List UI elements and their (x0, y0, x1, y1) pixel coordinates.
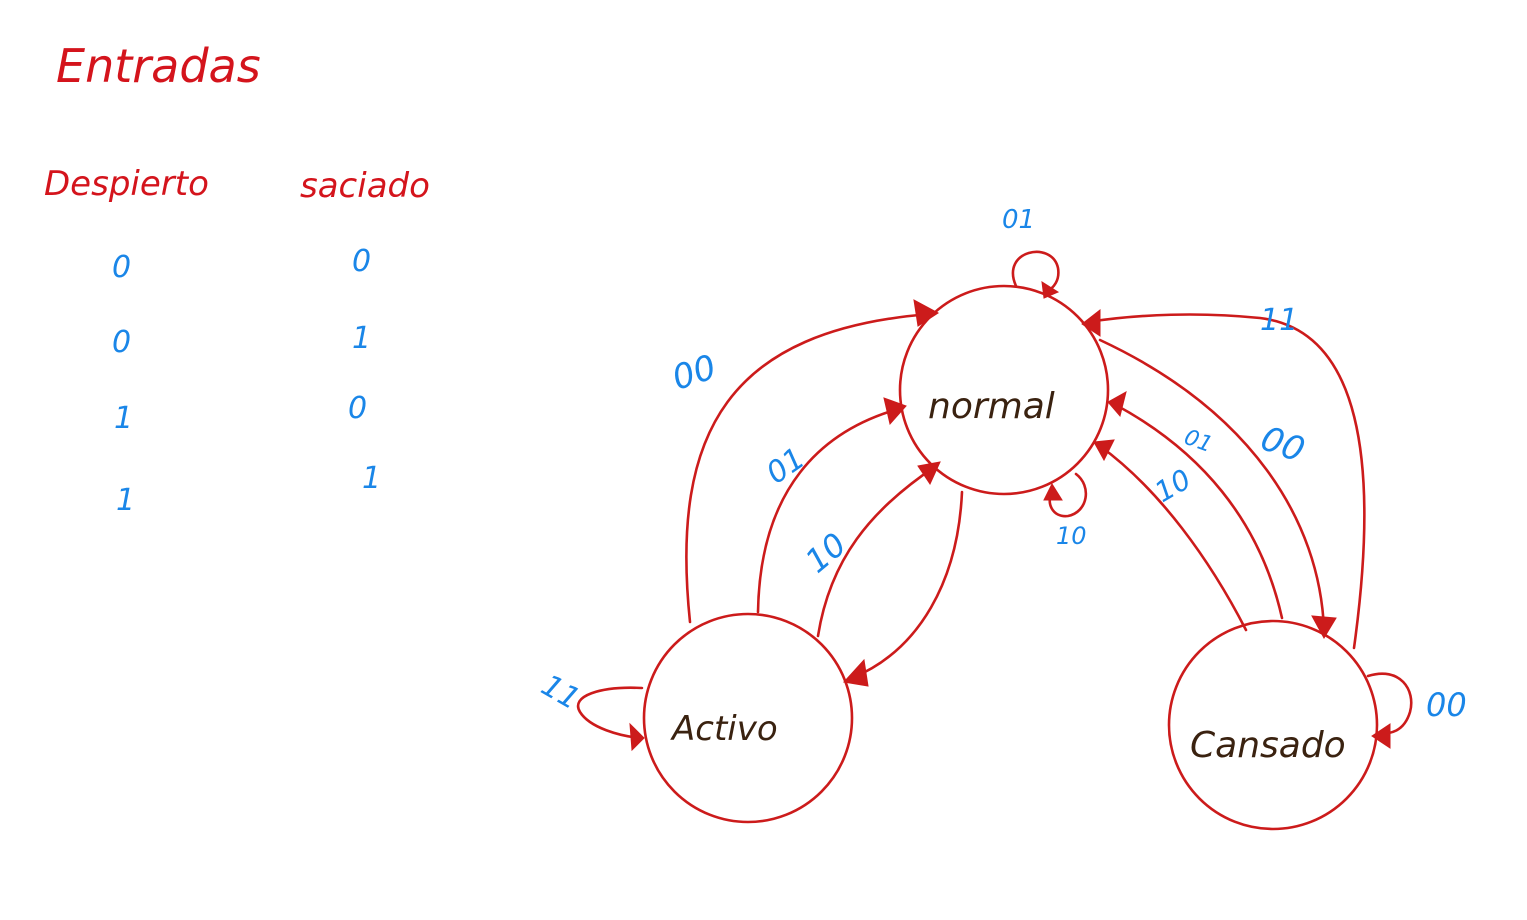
edge-activo-normal-outer (685, 312, 932, 624)
table-row: 0 0 (112, 244, 371, 285)
table-header-saciado: saciado (300, 166, 430, 206)
label-cansado-normal-outer: 11 (1260, 303, 1298, 338)
state-activo-circle (642, 612, 854, 824)
table-cell: 0 (352, 244, 371, 279)
state-activo-label: Activo (670, 709, 778, 749)
edge-normal-cansado (1098, 338, 1326, 632)
table-cell: 1 (362, 461, 381, 496)
state-normal-circle (898, 284, 1110, 496)
state-cansado-circle (1167, 619, 1379, 831)
label-normal-cansado: 00 (1255, 419, 1309, 471)
edge-cansado-normal-inner (1098, 444, 1248, 632)
edge-normal-activo (850, 490, 964, 680)
edge-activo-self (576, 686, 644, 740)
arrow-cansado-normal-middle (1107, 391, 1127, 418)
edge-activo-normal-inner (816, 464, 938, 638)
state-normal-label: normal (928, 386, 1055, 427)
edge-activo-normal-middle (756, 406, 904, 614)
label-cansado-normal-inner: 10 (1149, 463, 1196, 509)
label-normal-self-bottom: 10 (1056, 522, 1087, 550)
arrow-normal-activo (843, 658, 869, 687)
label-activo-normal-outer: 00 (667, 347, 721, 398)
label-normal-self-top: 01 (1002, 205, 1035, 235)
arrow-cansado-normal-inner (1093, 439, 1115, 462)
table-cell: 1 (352, 321, 371, 356)
edge-cansado-normal-outer (1086, 313, 1366, 650)
edge-normal-self-top (1011, 250, 1060, 294)
arrow-normal-self-top (1041, 281, 1060, 299)
table-cell: 0 (112, 250, 131, 285)
page-title: Entradas (56, 39, 261, 93)
arrow-activo-normal-inner (917, 461, 941, 486)
label-activo-normal-inner: 10 (798, 525, 854, 580)
table-cell: 0 (112, 325, 131, 360)
table-cell: 1 (116, 483, 135, 518)
label-cansado-self: 00 (1426, 686, 1467, 724)
arrow-normal-cansado (1311, 615, 1337, 640)
arrow-activo-self (629, 722, 645, 752)
table-row: 1 0 (114, 391, 367, 436)
arrow-activo-normal-middle (883, 397, 907, 426)
arrow-cansado-self (1371, 723, 1391, 749)
label-activo-normal-middle: 01 (760, 441, 811, 492)
arrow-normal-self-bottom (1043, 482, 1063, 501)
table-row: 1 1 (116, 461, 381, 518)
table-cell: 1 (114, 401, 133, 436)
table-row: 0 1 (112, 321, 371, 360)
table-cell: 0 (348, 391, 367, 426)
arrow-cansado-normal-outer (1081, 308, 1101, 337)
edge-cansado-normal-middle (1112, 402, 1284, 620)
arrow-activo-normal-outer (913, 299, 939, 327)
table-header-despierto: Despierto (44, 164, 209, 204)
state-cansado-label: Cansado (1190, 725, 1346, 766)
edge-normal-self-bottom (1048, 472, 1088, 518)
